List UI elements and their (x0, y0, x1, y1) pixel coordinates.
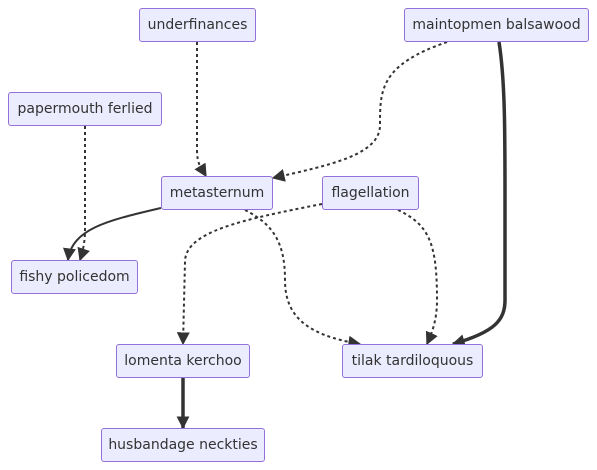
edge-flagellation-to-lomenta (176, 203, 323, 346)
node-label: lomenta kerchoo (124, 353, 242, 369)
edge-maintopmen-to-tilak (451, 41, 507, 348)
edge-papermouth-to-fishy (77, 126, 90, 262)
edge-maintopmen-to-metasternum (271, 41, 448, 182)
edge-metasternum-to-tilak (244, 209, 362, 349)
node-papermouth-ferlied: papermouth ferlied (8, 92, 162, 126)
node-label: papermouth ferlied (17, 101, 153, 117)
node-label: maintopmen balsawood (412, 17, 581, 33)
node-label: husbandage neckties (108, 437, 258, 453)
node-fishy-policedom: fishy policedom (11, 260, 138, 294)
node-lomenta-kerchoo: lomenta kerchoo (116, 344, 250, 378)
node-label: fishy policedom (19, 269, 130, 285)
node-label: tilak tardiloquous (351, 353, 474, 369)
node-label: flagellation (331, 185, 410, 201)
node-tilak-tardiloquous: tilak tardiloquous (342, 344, 483, 378)
node-metasternum: metasternum (161, 176, 273, 210)
node-underfinances: underfinances (139, 8, 256, 42)
node-maintopmen-balsawood: maintopmen balsawood (404, 8, 589, 42)
edge-metasternum-to-fishy (63, 207, 162, 262)
node-husbandage-neckties: husbandage neckties (101, 428, 265, 462)
node-label: underfinances (147, 17, 248, 33)
node-flagellation: flagellation (322, 176, 419, 210)
node-label: metasternum (169, 185, 265, 201)
edge-underfinances-to-metasternum (194, 42, 207, 178)
edge-flagellation-to-tilak (397, 209, 439, 346)
